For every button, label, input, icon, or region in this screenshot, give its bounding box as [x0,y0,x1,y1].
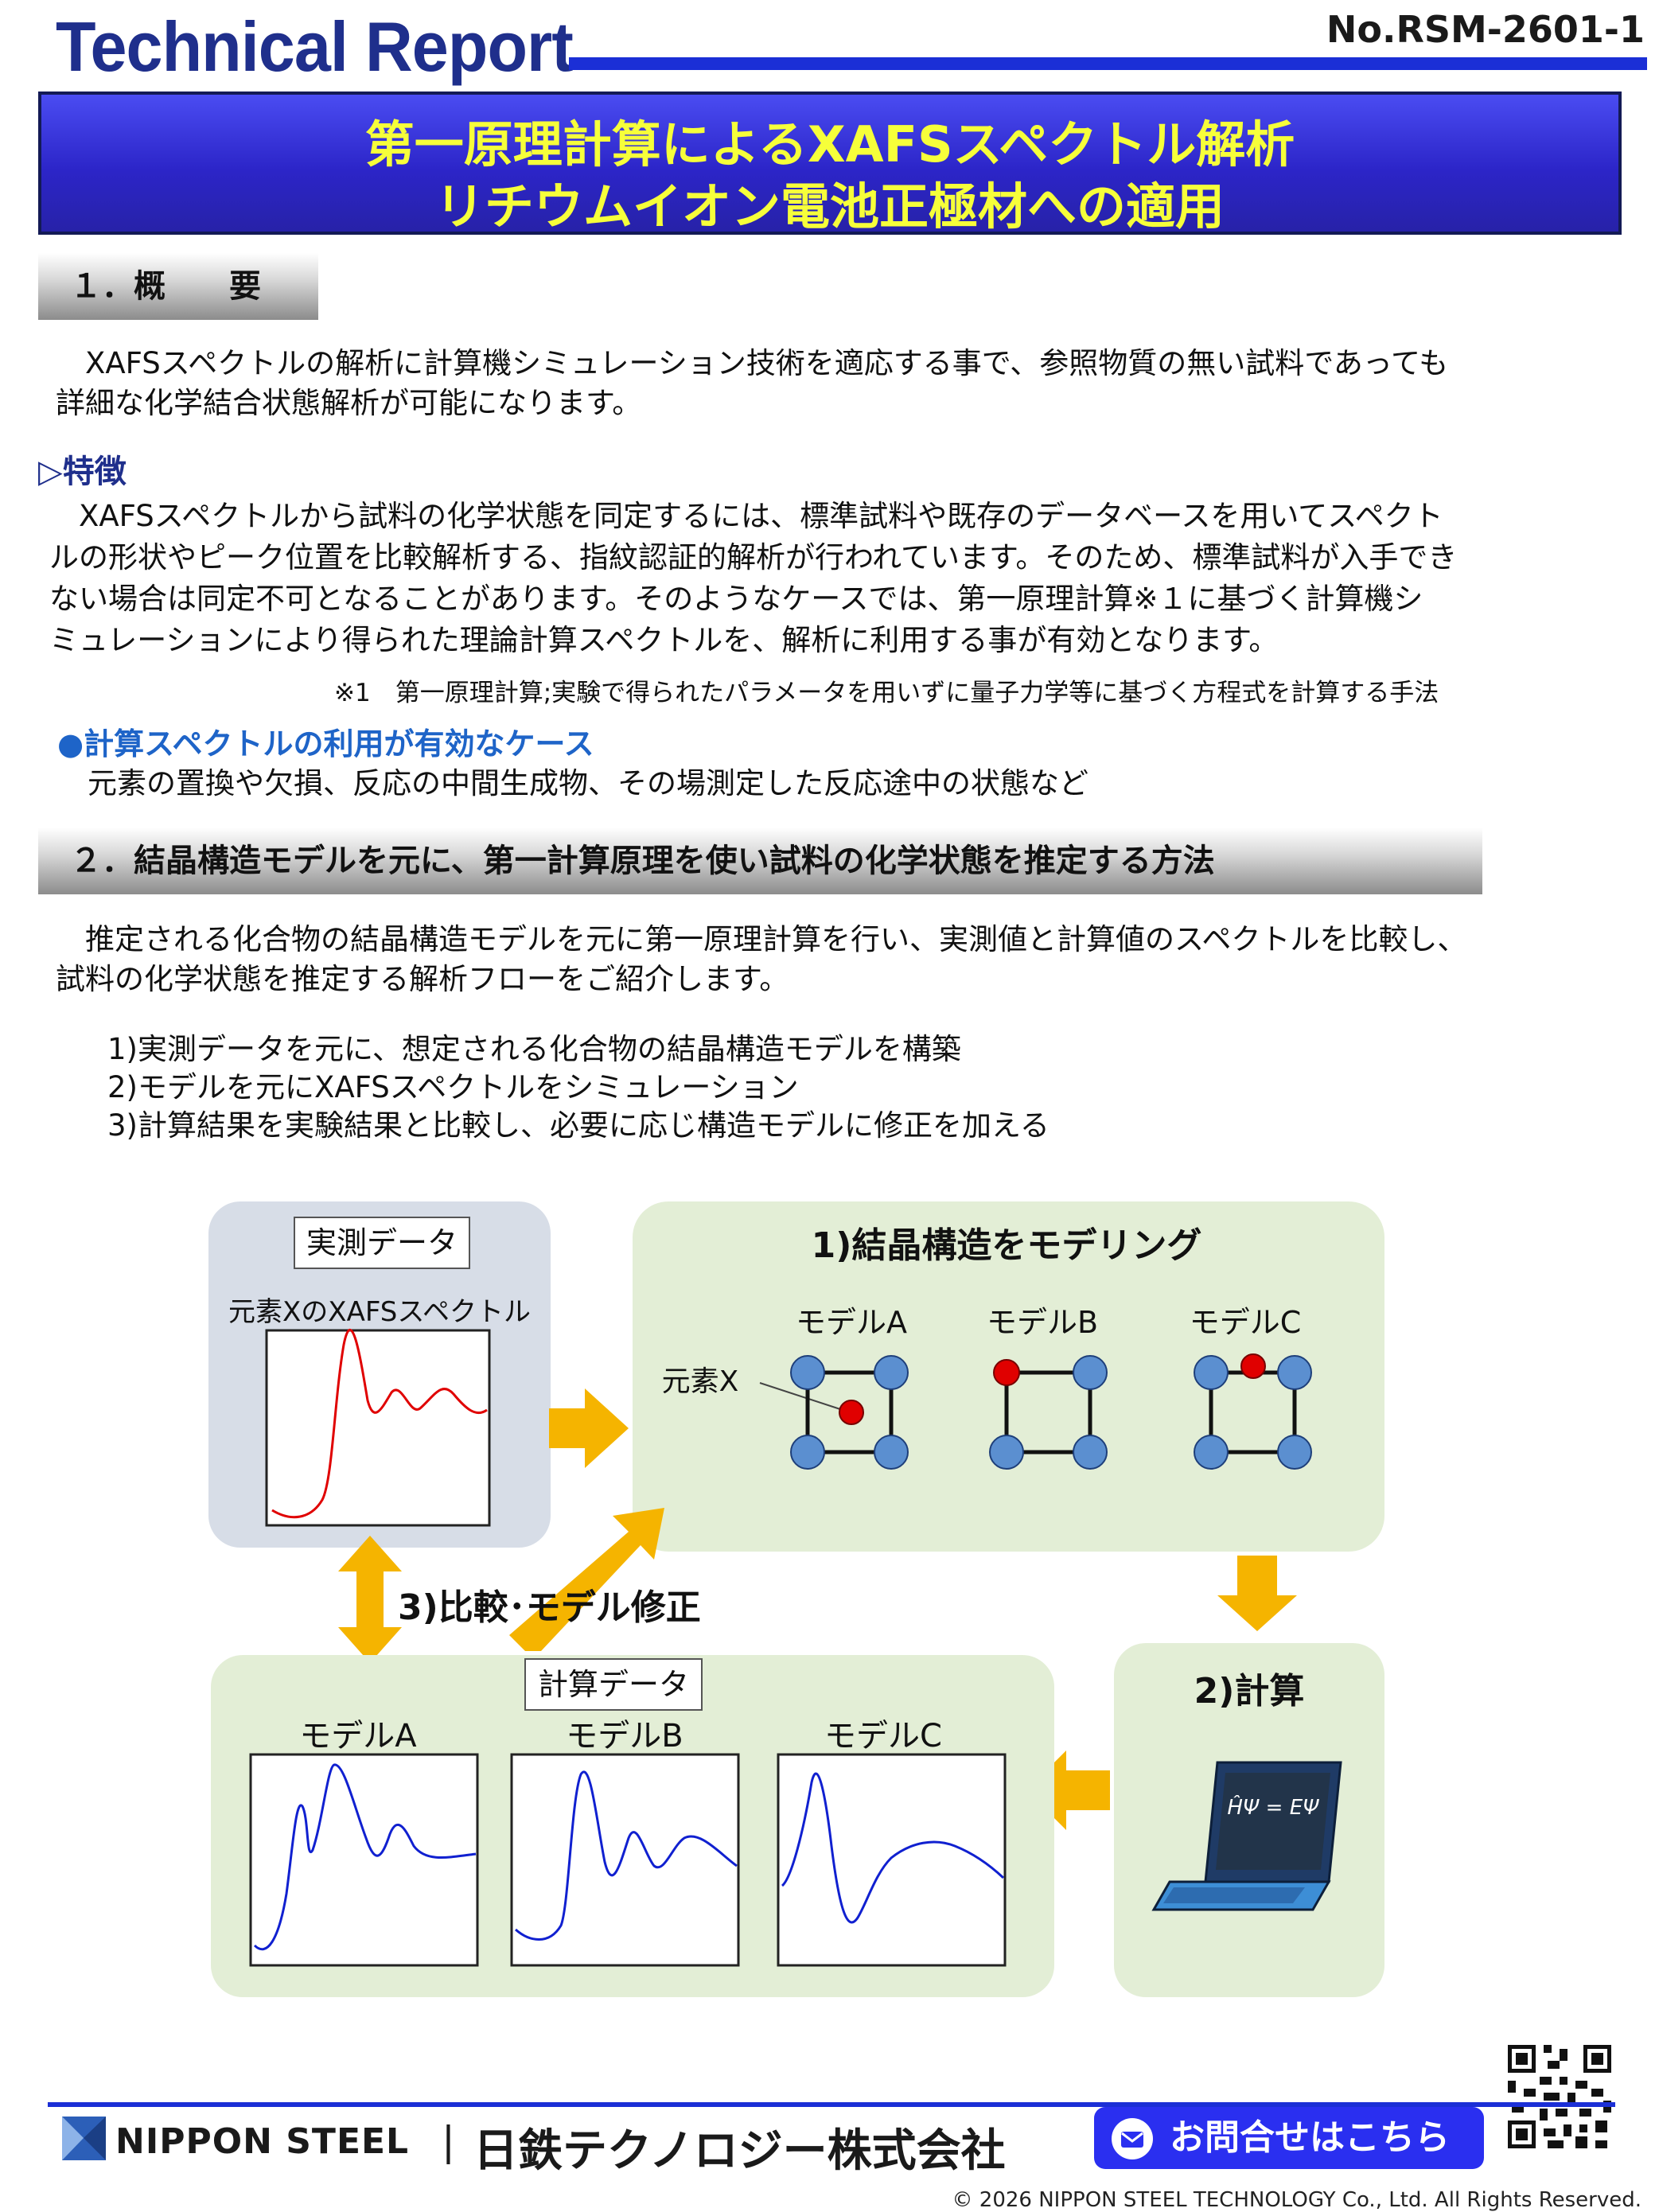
calc-model-b-label: モデルB [566,1718,683,1754]
calc-model-c-label: モデルC [824,1718,942,1754]
calc-spectrum-b-curve [515,1770,738,1941]
contact-button-label: お問合せはこちら [1170,2117,1450,2158]
model-b-atom [1073,1355,1108,1390]
calc-spectrum-c-frame [777,1753,1007,1967]
mail-icon [1112,2118,1153,2159]
section1-heading: １．概 要 [38,253,318,320]
overview-line-1: XAFSスペクトルの解析に計算機シミュレーション技術を適応する事で、参照物質の無… [56,346,1449,380]
calc-spectrum-a-curve [253,1763,477,1951]
calc-spectrum-a-frame [249,1753,479,1967]
measured-spectrum-frame [265,1329,491,1527]
compare-label: 3)比較･モデル修正 [398,1587,701,1628]
step-2: 2)モデルを元にXAFSスペクトルをシミュレーション [107,1070,799,1104]
document-number: No.RSM-2601-1 [1326,8,1645,51]
calc-data-label-box [524,1658,703,1711]
qr-code-icon[interactable] [1504,2041,1615,2152]
model-b-atom [989,1435,1024,1470]
company-name: 日鉄テクノロジー株式会社 [473,2125,1006,2177]
model-b-label: モデルB [987,1305,1098,1340]
calc-panel [1114,1643,1384,1997]
model-c-atom [1194,1435,1229,1470]
modeling-panel [633,1201,1384,1552]
arrow-calc-to-data [1026,1751,1110,1830]
contact-button[interactable]: お問合せはこちら [1094,2107,1484,2169]
model-a-label: モデルA [796,1305,907,1340]
feature-heading: ▷特徴 [38,454,127,490]
method-line-2: 試料の化学状態を推定する解析フローをご紹介します。 [56,962,789,996]
measured-data-label: 実測データ [306,1225,458,1260]
laptop-icon [1151,1761,1342,1911]
case-text: 元素の置換や欠損、反応の中間生成物、その場測定した反応途中の状態など [88,766,1088,800]
overview-line-2: 詳細な化学結合状態解析が可能になります。 [56,386,642,420]
arrow-modeling-to-calc [1217,1556,1297,1631]
title-banner: 第一原理計算によるXAFSスペクトル解析 リチウムイオン電池正極材への適用 [38,92,1622,236]
banner-title-line1: 第一原理計算によるXAFSスペクトル解析 [364,115,1295,173]
model-c-cell [1209,1370,1297,1455]
model-c-element-x [1240,1353,1266,1379]
element-x-label: 元素X [662,1365,739,1398]
model-c-atom [1277,1435,1312,1470]
nippon-steel-brand: NIPPON STEEL [115,2121,410,2162]
modeling-title: 1)結晶構造をモデリング [812,1225,1202,1266]
calc-spectrum-b-frame [510,1753,740,1967]
feature-line-1: XAFSスペクトルから試料の化学状態を同定するには、標準試料や既存のデータベース… [49,499,1443,533]
footnote: ※1 第一原理計算;実験で得られたパラメータを用いずに量子力学等に基づく方程式を… [334,679,1439,707]
report-title: Technical Report [56,7,574,86]
measured-data-label-box [294,1217,470,1269]
arrow-compare-updown [338,1536,402,1663]
calc-data-panel [211,1655,1054,1997]
feature-line-2: ルの形状やピーク位置を比較解析する、指紋認証的解析が行われています。そのため、標… [49,540,1458,574]
step-1: 1)実測データを元に、想定される化合物の結晶構造モデルを構築 [107,1032,961,1066]
copyright: © 2026 NIPPON STEEL TECHNOLOGY Co., Ltd.… [952,2188,1641,2212]
model-b-element-x [993,1359,1020,1386]
model-a-atom [874,1435,909,1470]
model-c-atom [1277,1355,1312,1390]
banner-title-line2: リチウムイオン電池正極材への適用 [434,177,1225,236]
model-b-cell [1004,1370,1092,1455]
measured-spectrum-curve [271,1329,488,1519]
model-a-cell [805,1370,894,1455]
arrow-feedback-to-modeling [509,1508,664,1651]
step-3: 3)計算結果を実験結果と比較し、必要に応じ構造モデルに修正を加える [107,1108,1050,1143]
model-a-element-x [839,1400,864,1425]
model-c-atom [1194,1355,1229,1390]
schrodinger-equation: ĤΨ = EΨ [1227,1794,1319,1820]
measured-spectrum-caption: 元素XのXAFSスペクトル [228,1296,531,1328]
feature-line-3: ない場合は同定不可となることがあります。そのようなケースでは、第一原理計算※１に… [49,582,1423,616]
feature-line-4: ミュレーションにより得られた理論計算スペクトルを、解析に利用する事が有効となりま… [49,623,1279,657]
arrow-measured-to-modeling [549,1388,629,1468]
nippon-steel-logo-icon [62,2117,106,2160]
model-c-label: モデルC [1190,1305,1302,1340]
header-rule [569,57,1647,70]
measured-data-panel [208,1201,551,1548]
calc-data-label: 計算データ [538,1667,689,1702]
calc-title: 2)計算 [1194,1671,1305,1712]
footer-rule [48,2102,1615,2107]
calc-model-a-label: モデルA [299,1718,417,1754]
case-heading: ●計算スペクトルの利用が有効なケース [57,726,594,761]
section2-heading: ２．結晶構造モデルを元に、第一計算原理を使い試料の化学状態を推定する方法 [38,828,1482,894]
footer-separator: | [442,2118,455,2164]
model-a-atom [874,1355,909,1390]
calc-spectrum-c-curve [781,1772,1005,1924]
model-a-atom [790,1435,825,1470]
element-x-pointer [759,1382,846,1412]
method-line-1: 推定される化合物の結晶構造モデルを元に第一原理計算を行い、実測値と計算値のスペク… [56,922,1467,956]
model-a-atom [790,1355,825,1390]
model-b-atom [1073,1435,1108,1470]
